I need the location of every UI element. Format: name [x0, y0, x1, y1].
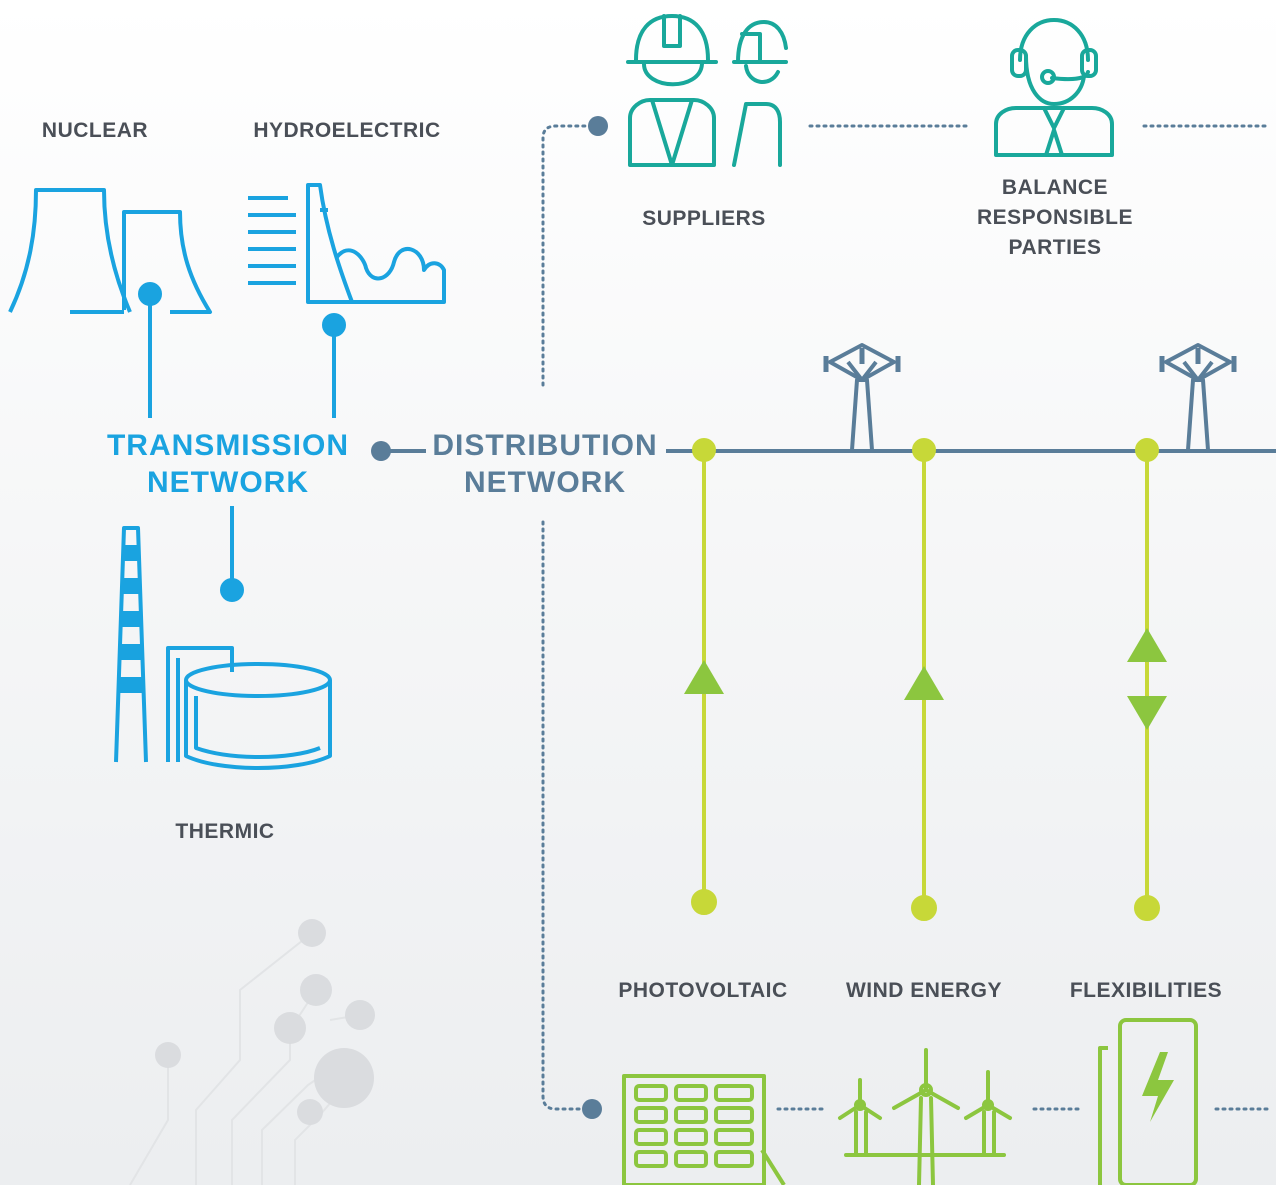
hydroelectric-label: HYDROELECTRIC	[253, 119, 441, 142]
nuclear-label: NUCLEAR	[41, 119, 149, 142]
distribution-network-label: DISTRIBUTION NETWORK	[425, 427, 665, 501]
battery-charging-icon	[1098, 1018, 1198, 1185]
market-link-node	[588, 116, 608, 136]
thermal-plant-icon	[114, 526, 332, 770]
thermic-label: THERMIC	[175, 820, 275, 843]
brp-label-line2: RESPONSIBLE	[976, 206, 1134, 229]
distribution-connector	[371, 441, 426, 461]
power-pylon-icon	[1159, 343, 1237, 451]
photovoltaic-label: PHOTOVOLTAIC	[618, 979, 788, 1002]
solar-panel-icon	[622, 1074, 786, 1185]
nuclear-plant-icon	[8, 188, 212, 314]
decorative-dots	[155, 919, 375, 1125]
renewable-connectors	[684, 438, 1167, 921]
transmission-network-label: TRANSMISSION NETWORK	[100, 427, 356, 501]
renewables-link-node	[582, 1099, 602, 1119]
balance-responsible-parties-label: BALANCE RESPONSIBLE PARTIES	[960, 173, 1150, 263]
workers-helmet-icon	[626, 14, 788, 167]
hydro-dam-icon	[248, 183, 446, 304]
power-pylon-icon	[823, 343, 901, 451]
suppliers-label: SUPPLIERS	[642, 207, 766, 230]
distribution-label-line2: NETWORK	[464, 466, 626, 499]
transmission-label-line1: TRANSMISSION	[106, 429, 349, 462]
market-link	[541, 124, 592, 387]
transmission-connectors	[138, 282, 346, 602]
peer-links	[776, 124, 1272, 1111]
wind-energy-label: WIND ENERGY	[845, 979, 1002, 1002]
flexibilities-label: FLEXIBILITIES	[1069, 979, 1223, 1002]
renewables-link	[541, 520, 586, 1111]
brp-label-line1: BALANCE	[1001, 176, 1109, 199]
brp-label-line3: PARTIES	[1008, 236, 1102, 259]
headset-operator-icon	[994, 18, 1114, 157]
distribution-label-line1: DISTRIBUTION	[432, 429, 658, 462]
transmission-label-line2: NETWORK	[147, 466, 309, 499]
wind-turbines-icon	[838, 1048, 1012, 1185]
